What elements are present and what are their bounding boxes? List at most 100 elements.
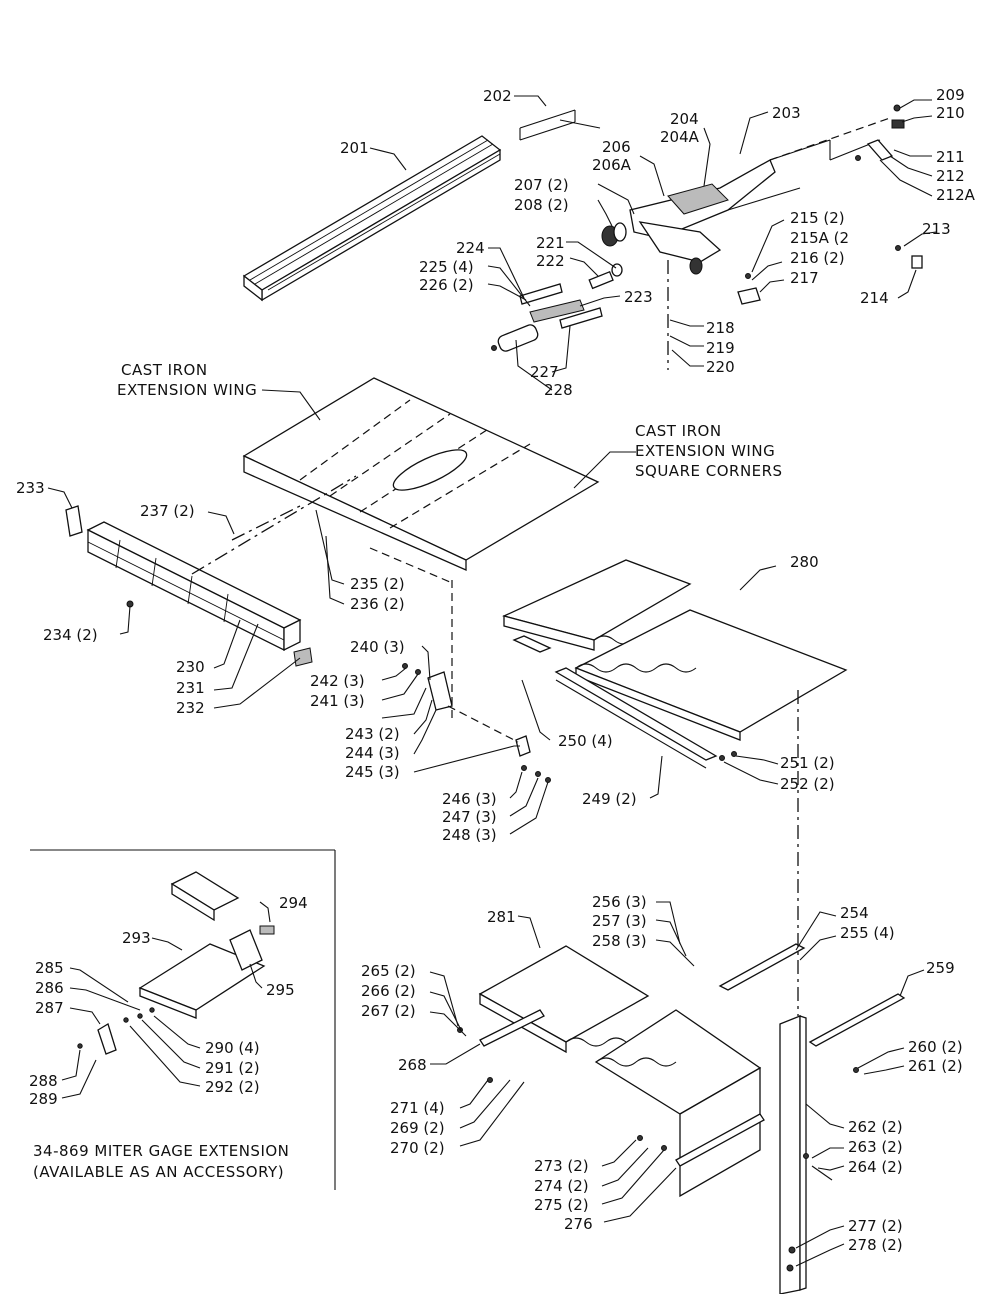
label-237: 237 (2)	[140, 502, 195, 520]
label-280: 280	[790, 553, 819, 571]
label-219: 219	[706, 339, 735, 357]
square-corners-title-line1: CAST IRON	[635, 422, 722, 440]
label-242: 242 (3)	[310, 672, 365, 690]
label-258: 258 (3)	[592, 932, 647, 950]
label-285: 285	[35, 959, 64, 977]
label-246: 246 (3)	[442, 790, 497, 808]
label-254: 254	[840, 904, 869, 922]
label-281: 281	[487, 908, 516, 926]
label-232: 232	[176, 699, 205, 717]
label-214: 214	[860, 289, 889, 307]
front-rail-230	[65, 475, 357, 667]
label-212: 212	[936, 167, 965, 185]
label-271: 271 (4)	[390, 1099, 445, 1117]
label-290: 290 (4)	[205, 1039, 260, 1057]
label-289: 289	[29, 1090, 58, 1108]
label-288: 288	[29, 1072, 58, 1090]
label-256: 256 (3)	[592, 893, 647, 911]
label-211: 211	[936, 148, 965, 166]
label-260: 260 (2)	[908, 1038, 963, 1056]
label-206a: 206A	[592, 156, 632, 174]
miter-gage-extension-drawing	[77, 871, 275, 1055]
label-227: 227	[530, 363, 559, 381]
angle-rails-249	[512, 635, 737, 769]
label-217: 217	[790, 269, 819, 287]
label-216: 216 (2)	[790, 249, 845, 267]
label-236: 236 (2)	[350, 595, 405, 613]
label-252: 252 (2)	[780, 775, 835, 793]
wing-plates-280	[502, 559, 848, 741]
cast-iron-extension-wing	[242, 377, 600, 583]
label-225: 225 (4)	[419, 258, 474, 276]
clamp-parts-215-217	[737, 273, 761, 305]
label-269: 269 (2)	[390, 1119, 445, 1137]
label-259: 259	[926, 959, 955, 977]
label-240: 240 (3)	[350, 638, 405, 656]
cast-iron-wing-title-line1: CAST IRON	[121, 361, 208, 379]
label-218: 218	[706, 319, 735, 337]
label-230: 230	[176, 658, 205, 676]
lock-knob-207	[601, 222, 703, 275]
label-222: 222	[536, 252, 565, 270]
square-corners-title-line2: EXTENSION WING	[635, 442, 775, 460]
label-207: 207 (2)	[514, 176, 569, 194]
label-275: 275 (2)	[534, 1196, 589, 1214]
label-270: 270 (2)	[390, 1139, 445, 1157]
label-221: 221	[536, 234, 565, 252]
label-251: 251 (2)	[780, 754, 835, 772]
label-215: 215 (2)	[790, 209, 845, 227]
square-corners-title-line3: SQUARE CORNERS	[635, 462, 783, 480]
label-209: 209	[936, 86, 965, 104]
label-264: 264 (2)	[848, 1158, 903, 1176]
label-287: 287	[35, 999, 64, 1017]
label-292: 292 (2)	[205, 1078, 260, 1096]
label-278: 278 (2)	[848, 1236, 903, 1254]
bracket-202	[519, 109, 601, 141]
leg-stand-parts	[451, 580, 906, 1294]
label-212a: 212A	[936, 186, 976, 204]
label-224: 224	[456, 239, 485, 257]
label-235: 235 (2)	[350, 575, 405, 593]
label-273: 273 (2)	[534, 1157, 589, 1175]
label-215a: 215A (2	[790, 229, 849, 247]
label-204: 204	[670, 110, 699, 128]
label-233: 233	[16, 479, 45, 497]
accessory-inset-frame	[30, 849, 336, 1190]
label-250: 250 (4)	[558, 732, 613, 750]
label-293: 293	[122, 929, 151, 947]
label-249: 249 (2)	[582, 790, 637, 808]
label-266: 266 (2)	[361, 982, 416, 1000]
label-243: 243 (2)	[345, 725, 400, 743]
label-228: 228	[544, 381, 573, 399]
label-208: 208 (2)	[514, 196, 569, 214]
label-261: 261 (2)	[908, 1057, 963, 1075]
label-274: 274 (2)	[534, 1177, 589, 1195]
label-210: 210	[936, 104, 965, 122]
label-226: 226 (2)	[419, 276, 474, 294]
label-291: 291 (2)	[205, 1059, 260, 1077]
leader-lines	[47, 95, 937, 1267]
lower-shelf-281	[457, 945, 765, 1198]
label-255: 255 (4)	[840, 924, 895, 942]
label-244: 244 (3)	[345, 744, 400, 762]
label-220: 220	[706, 358, 735, 376]
label-257: 257 (3)	[592, 912, 647, 930]
accessory-title-line2: (AVAILABLE AS AN ACCESSORY)	[33, 1163, 284, 1181]
guide-parts-221-228	[491, 263, 623, 352]
label-248: 248 (3)	[442, 826, 497, 844]
label-247: 247 (3)	[442, 808, 497, 826]
label-294: 294	[279, 894, 308, 912]
label-268: 268	[398, 1056, 427, 1074]
label-286: 286	[35, 979, 64, 997]
fence-rail-201	[242, 135, 502, 302]
bracket-fasteners-240-248	[402, 663, 551, 783]
label-234: 234 (2)	[43, 626, 98, 644]
label-265: 265 (2)	[361, 962, 416, 980]
label-201: 201	[340, 139, 369, 157]
fence-head-203	[629, 117, 891, 263]
cast-iron-wing-title-line2: EXTENSION WING	[117, 381, 257, 399]
small-parts-209-214	[855, 104, 923, 269]
label-276: 276	[564, 1215, 593, 1233]
